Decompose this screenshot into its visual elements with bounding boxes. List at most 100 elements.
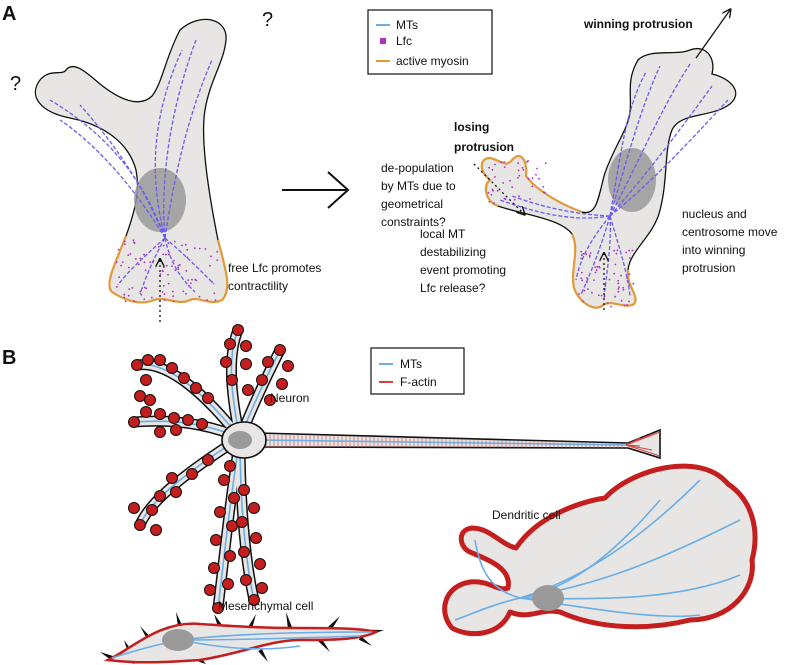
right-cell-lfc-dots	[487, 160, 635, 308]
dendritic-spine	[166, 362, 178, 374]
lfc-dot	[509, 179, 511, 182]
lfc-dot	[490, 193, 493, 196]
lfc-dot	[578, 293, 580, 295]
dendritic-spine	[254, 558, 266, 570]
lfc-dot	[185, 270, 188, 272]
lfc-dot	[161, 291, 164, 293]
lfc-dot	[124, 300, 127, 303]
dendritic-spine	[178, 372, 190, 384]
lfc-dot	[163, 299, 166, 301]
filopodium-spike	[248, 614, 256, 629]
lfc-dot	[626, 304, 628, 306]
lfc-dot	[193, 247, 196, 250]
lfc-dot	[177, 266, 180, 269]
dendritic-cell-body	[442, 463, 758, 637]
lfc-dot	[628, 273, 631, 276]
dendritic-spine	[146, 504, 158, 516]
lfc-dot	[213, 292, 216, 295]
question-mark-top: ?	[262, 9, 273, 31]
losing-protrusion-label: losing protrusion	[454, 120, 514, 154]
lfc-dot	[628, 300, 630, 303]
free-lfc-annotation: free Lfc promotes contractility	[228, 261, 325, 293]
lfc-dot	[182, 290, 185, 293]
lfc-dot	[608, 278, 611, 281]
lfc-dot	[542, 185, 545, 188]
lfc-dot	[581, 279, 584, 282]
dendritic-spine	[238, 546, 250, 558]
legend-b-mts: MTs	[400, 357, 422, 371]
lfc-dot	[167, 242, 170, 245]
lfc-dot	[623, 304, 626, 307]
local-mt-annotation: local MT destabilizing event promoting L…	[420, 227, 509, 295]
lfc-dot	[593, 279, 595, 281]
lfc-dot	[173, 240, 176, 243]
mesenchymal-nucleus	[162, 629, 194, 651]
lfc-dot	[628, 249, 631, 252]
right-cell-myosin-bottom	[570, 233, 637, 309]
dendritic-spine	[166, 472, 178, 484]
lfc-dot	[583, 289, 586, 292]
lfc-dot	[488, 166, 490, 169]
lfc-dot	[616, 249, 619, 252]
lfc-dot	[492, 189, 494, 192]
lfc-dot	[626, 277, 628, 279]
lfc-dot	[580, 292, 583, 294]
lfc-dot	[625, 251, 628, 254]
filopodium-spike	[214, 614, 222, 627]
lfc-dot	[123, 296, 126, 299]
dendritic-spine	[190, 382, 202, 394]
lfc-dot	[587, 288, 589, 290]
lfc-dot	[216, 259, 219, 261]
depopulation-annotation: de-population by MTs due to geometrical …	[381, 161, 459, 229]
lfc-dot	[522, 168, 525, 171]
legend-mts: MTs	[396, 18, 418, 32]
dendritic-spine	[140, 374, 152, 386]
lfc-dot	[585, 253, 588, 256]
lfc-dot	[536, 167, 538, 170]
lfc-dot	[606, 302, 609, 304]
dendritic-spine	[154, 490, 166, 502]
right-cell-nucleus	[608, 148, 656, 212]
lfc-dot	[588, 254, 591, 257]
lfc-dot	[172, 295, 175, 298]
neuron-spines	[128, 324, 294, 614]
lfc-dot	[190, 282, 192, 285]
filopodium-spike	[286, 612, 293, 629]
dendritic-spine	[274, 344, 286, 356]
lfc-dot	[620, 274, 622, 277]
lfc-dot	[503, 166, 506, 169]
lfc-dot	[491, 168, 494, 171]
lfc-dot	[500, 161, 502, 164]
lfc-dot	[174, 269, 177, 272]
lfc-dot	[620, 299, 623, 302]
lfc-dot	[493, 202, 495, 205]
dendritic-spine	[210, 534, 222, 546]
lfc-dot	[526, 161, 528, 163]
lfc-dot	[167, 282, 170, 285]
lfc-dot	[504, 198, 507, 201]
lfc-dot	[123, 240, 126, 243]
dendritic-spine	[182, 414, 194, 426]
lfc-dot	[187, 279, 190, 281]
lfc-dot	[162, 244, 165, 247]
dendritic-spine	[154, 426, 166, 438]
lfc-dot	[628, 284, 631, 287]
lfc-dot	[594, 266, 597, 269]
lfc-dot	[618, 286, 620, 289]
dendritic-spine	[250, 532, 262, 544]
lfc-dot	[211, 281, 214, 283]
lfc-dot	[127, 266, 130, 269]
lfc-dot	[518, 195, 520, 198]
lfc-dot	[617, 288, 620, 290]
lfc-dot	[115, 261, 118, 264]
lfc-dot	[594, 271, 597, 274]
lfc-dot	[582, 252, 585, 255]
lfc-dot	[129, 253, 132, 255]
lfc-dot	[123, 293, 126, 296]
dendritic-cell-label: Dendritic cell	[492, 508, 561, 522]
legend-panel-b: MTs F-actin	[370, 347, 465, 395]
lfc-dot	[132, 239, 135, 242]
dendritic-spine	[128, 502, 140, 514]
right-cell-dotted-arrow-losing	[473, 163, 524, 214]
lfc-dot	[173, 259, 175, 262]
